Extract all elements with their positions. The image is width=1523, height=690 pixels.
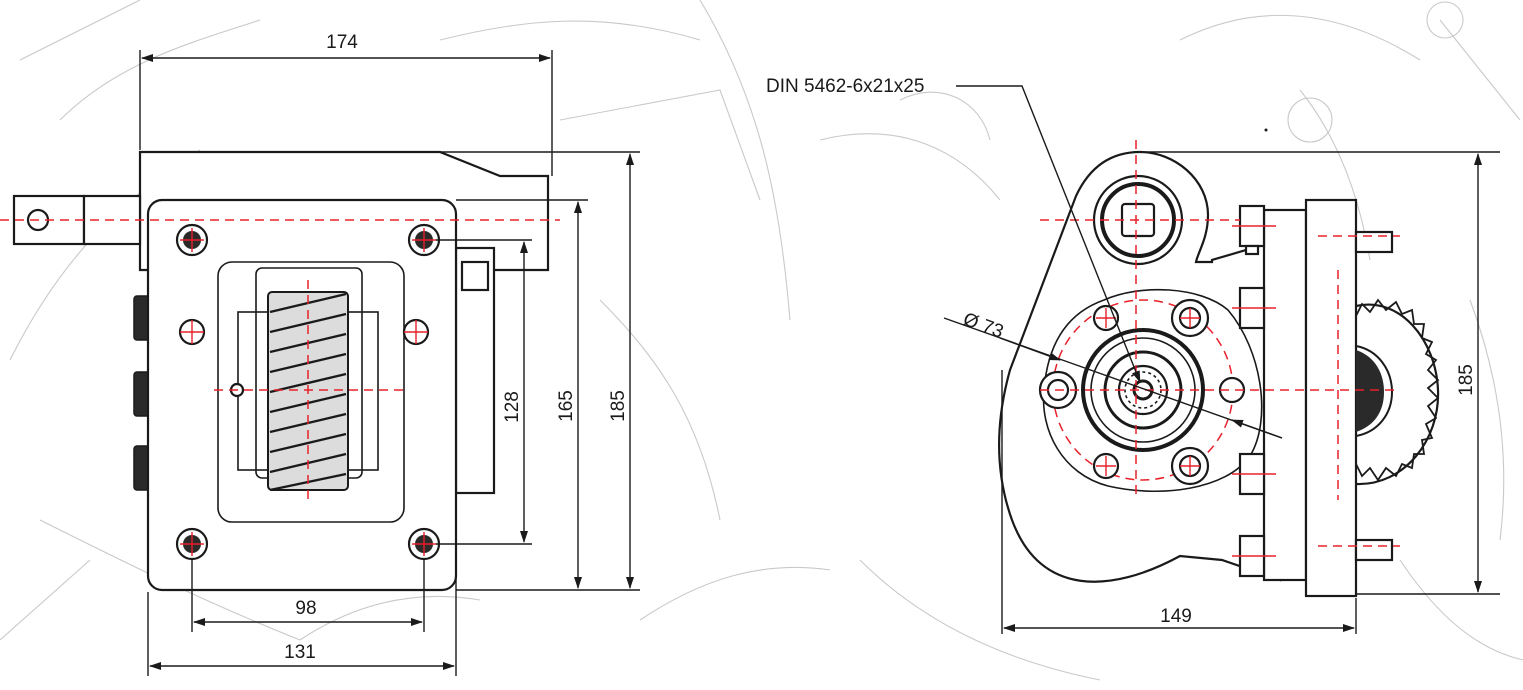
dimension-label: 174 — [326, 32, 358, 53]
front-view: DIN 5462-6x21x25 Ø 73 149 185 — [766, 76, 1500, 634]
dimension-185-right: 185 — [1140, 151, 1500, 595]
dimension-label: 98 — [295, 598, 316, 619]
centerlines-left — [0, 219, 560, 556]
spline-label: DIN 5462-6x21x25 — [766, 76, 924, 97]
dimension-185-left: 185 — [440, 151, 640, 589]
dimension-label: 149 — [1160, 606, 1192, 627]
side-plate-tab — [460, 260, 490, 292]
dimension-label: 165 — [556, 390, 577, 422]
dimension-128: 128 — [436, 239, 532, 545]
dimension-165: 165 — [456, 199, 640, 591]
output-plate — [1304, 198, 1358, 598]
spline-callout: DIN 5462-6x21x25 — [766, 76, 1141, 383]
centerlines-right — [1040, 140, 1400, 557]
side-view: 174 128 165 185 98 — [0, 32, 640, 676]
dimension-label: 185 — [1456, 364, 1477, 396]
dimension-149: 149 — [1001, 370, 1357, 634]
gear-window — [217, 261, 405, 523]
dimension-98: 98 — [191, 560, 425, 632]
side-flange — [1262, 208, 1308, 582]
dimension-label: Ø 73 — [960, 309, 1006, 343]
dimension-label: 131 — [284, 642, 316, 663]
dimension-label: 128 — [502, 391, 523, 423]
dimension-174: 174 — [139, 32, 553, 176]
dimension-131: 131 — [147, 496, 457, 676]
gear-icon — [1355, 298, 1440, 486]
dimension-label: 185 — [608, 390, 629, 422]
